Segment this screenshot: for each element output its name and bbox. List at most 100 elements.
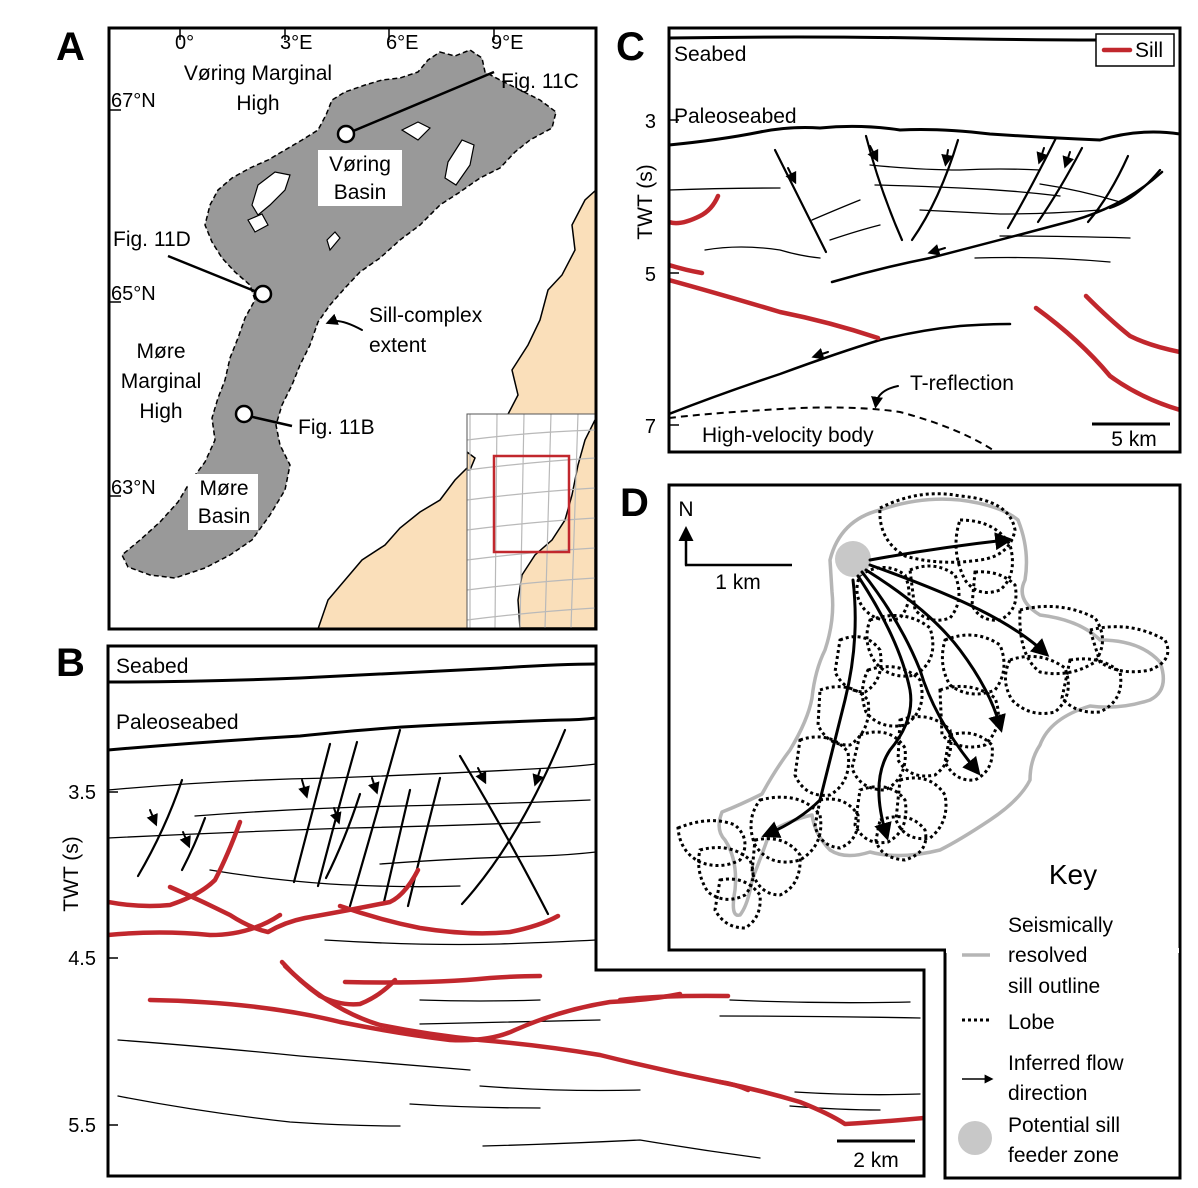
b-fault-arrow <box>532 769 544 787</box>
panel-b-frame <box>106 644 926 1178</box>
c-fault-arrow <box>785 167 797 185</box>
c-reflector <box>974 256 1111 263</box>
voring-high-label-1: Vøring Marginal <box>184 62 332 85</box>
c-deep-fault <box>669 322 1012 416</box>
c-reflector <box>919 209 1101 215</box>
c-fault <box>1108 168 1162 210</box>
c-sill <box>1033 305 1180 413</box>
b-sill <box>167 867 421 935</box>
key: Key Seismically resolved sill outline Lo… <box>958 859 1124 1167</box>
panel-c: C <box>616 25 1182 454</box>
lon-ticks: 0° 3°E 6°E 9°E <box>175 28 523 54</box>
inset-map <box>467 414 595 628</box>
sill-gap-3 <box>247 213 269 233</box>
b-fault <box>292 742 332 884</box>
b-fault <box>180 816 207 872</box>
panel-a-frame <box>107 26 598 631</box>
panel-b-label: B <box>56 641 85 685</box>
c-t-reflection <box>669 406 997 452</box>
c-fault-arrow <box>1036 147 1048 165</box>
sill-extent-label-2: extent <box>369 334 426 357</box>
b-fault-arrow <box>368 777 380 795</box>
c-reflector <box>669 187 781 191</box>
c-fault <box>1006 136 1058 230</box>
lobe <box>713 877 762 930</box>
sill-gap-5 <box>400 121 432 141</box>
c-fault <box>1086 154 1130 224</box>
voring-basin-label-2: Basin <box>334 181 387 204</box>
fig-11d-leader <box>167 254 263 296</box>
c-reflector <box>704 246 821 259</box>
c-tick-5: 5 <box>645 264 656 286</box>
key-flow-label-2: direction <box>1008 1082 1087 1105</box>
lobe <box>894 776 948 841</box>
c-fault-arrow <box>941 149 954 167</box>
fig-11c-label: Fig. 11C <box>501 70 579 93</box>
b-reflector <box>789 1105 881 1111</box>
lobe <box>940 633 1006 696</box>
lobe <box>853 785 908 845</box>
b-fault-arrow <box>146 809 158 827</box>
b-tick-4-5: 4.5 <box>68 948 96 970</box>
c-detachment <box>830 170 1164 284</box>
b-paleoseabed-label: Paleoseabed <box>116 711 239 734</box>
sill-complex-extent <box>121 49 557 579</box>
b-sill <box>282 963 924 1127</box>
b-sill <box>617 993 731 1003</box>
sill-outline <box>717 497 1166 918</box>
lon-tick-0: 0° <box>175 32 194 54</box>
voring-basin-box <box>318 150 402 206</box>
c-reflector <box>869 164 1041 171</box>
sill-gap-4 <box>326 231 341 252</box>
b-tick-5-5: 5.5 <box>68 1115 96 1137</box>
inset-land <box>517 419 595 628</box>
lobe <box>850 730 907 792</box>
panel-d-label: D <box>620 481 649 525</box>
c-tick-7: 7 <box>645 416 656 438</box>
b-reflector <box>209 869 461 888</box>
lobe <box>676 819 747 867</box>
feeder-zone <box>835 541 871 577</box>
b-reflector <box>729 999 911 1004</box>
key-feeder-label-2: feeder zone <box>1008 1144 1119 1167</box>
c-reflector <box>829 224 881 241</box>
c-fault <box>910 138 960 242</box>
more-high-label-3: High <box>139 400 182 423</box>
b-reflector <box>108 763 597 791</box>
fig-11b-label: Fig. 11B <box>298 416 375 439</box>
b-paleoseabed-horizon <box>108 716 598 752</box>
panel-d: D N 1 km <box>620 481 1182 1180</box>
fig-11c-leader <box>345 70 495 136</box>
c-fault-arrow <box>1062 151 1074 169</box>
key-outline-label-3: sill outline <box>1008 975 1100 998</box>
more-basin-label-1: Møre <box>200 477 249 500</box>
d-scale-label: 1 km <box>715 571 761 594</box>
more-basin-label-2: Basin <box>198 505 251 528</box>
more-high-label-2: Marginal <box>121 370 202 393</box>
c-seabed-horizon <box>669 35 1102 42</box>
lobe <box>813 797 860 850</box>
lobe <box>793 735 851 797</box>
lobe <box>954 518 1014 594</box>
inset-study-area-box <box>492 454 571 554</box>
key-feeder-label-1: Potential sill <box>1008 1114 1120 1137</box>
lobe <box>750 837 802 897</box>
north-label: N <box>678 498 693 521</box>
key-lobe-label: Lobe <box>1008 1011 1055 1034</box>
c-paleoseabed-horizon <box>669 124 1180 147</box>
b-reflector <box>719 1015 921 1019</box>
b-fault <box>324 792 362 880</box>
panel-a: A <box>56 25 598 631</box>
b-fault-arrow <box>298 779 310 799</box>
c-t-reflection-label: T-reflection <box>910 372 1014 395</box>
flow-arrow <box>761 578 857 838</box>
c-fault <box>773 148 828 254</box>
c-axis-label: TWT (s) <box>634 164 657 239</box>
lobe <box>874 815 928 862</box>
lobe <box>1018 604 1104 676</box>
key-feeder-swatch <box>958 1121 992 1155</box>
sill-gap-1 <box>251 171 291 216</box>
lat-ticks: 67°N 65°N 63°N <box>109 90 156 499</box>
b-fault <box>382 788 412 904</box>
c-fault <box>864 134 904 242</box>
